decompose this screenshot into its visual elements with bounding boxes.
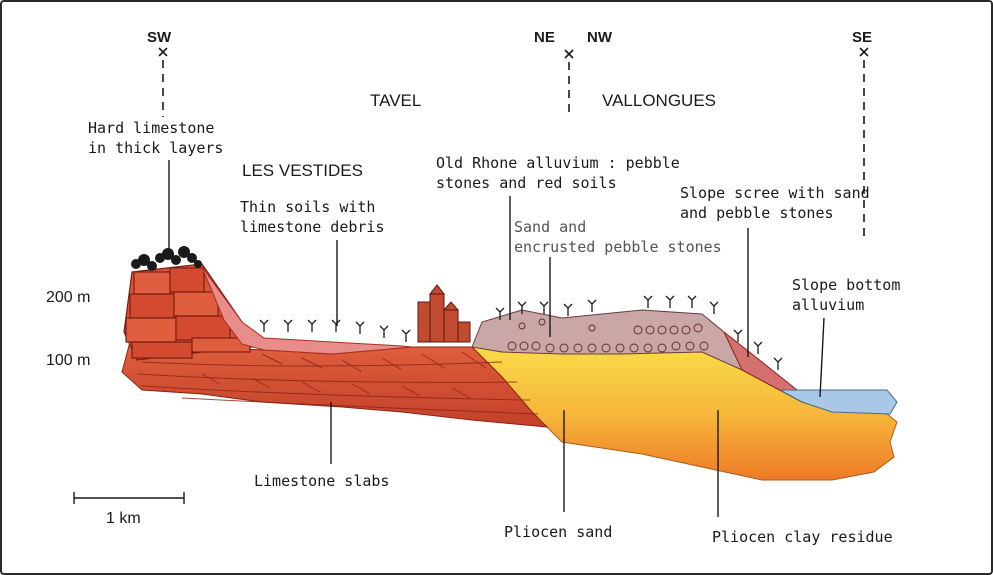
scale-bar-label: 1 km bbox=[106, 510, 141, 527]
label-hard-limestone-2: in thick layers bbox=[88, 139, 223, 157]
limestone-slab-texture bbox=[136, 351, 539, 415]
label-pliocen-sand: Pliocen sand bbox=[504, 523, 612, 541]
label-limestone-slabs: Limestone slabs bbox=[254, 472, 389, 490]
direction-sw: SW bbox=[147, 29, 172, 46]
label-slope-bottom-1: Slope bottom bbox=[792, 276, 900, 294]
label-sand-encrusted-1: Sand and bbox=[514, 218, 586, 236]
direction-se: SE bbox=[852, 29, 872, 46]
tavel-village bbox=[417, 284, 471, 343]
vine-symbols bbox=[259, 295, 783, 370]
place-les-vestides: LES VESTIDES bbox=[242, 161, 363, 180]
thin-soils-layer bbox=[201, 266, 413, 355]
pebble-texture bbox=[507, 318, 709, 353]
label-thin-soils-1: Thin soils with bbox=[240, 198, 375, 216]
place-tavel: TAVEL bbox=[370, 91, 421, 110]
place-vallongues: VALLONGUES bbox=[602, 91, 716, 110]
elevation-200: 200 m bbox=[46, 289, 90, 306]
cliff-vegetation bbox=[131, 246, 202, 271]
label-slope-scree-2: and pebble stones bbox=[680, 204, 834, 222]
label-old-rhone-2: stones and red soils bbox=[436, 174, 617, 192]
label-hard-limestone-1: Hard limestone bbox=[88, 119, 214, 137]
elevation-100: 100 m bbox=[46, 352, 90, 369]
label-slope-bottom-2: alluvium bbox=[792, 296, 864, 314]
scale-bar bbox=[73, 492, 185, 504]
slope-bottom-alluvium bbox=[779, 389, 898, 415]
label-thin-soils-2: limestone debris bbox=[240, 218, 385, 236]
label-sand-encrusted-2: encrusted pebble stones bbox=[514, 238, 722, 256]
direction-markers bbox=[158, 47, 869, 242]
label-slope-scree-1: Slope scree with sand bbox=[680, 184, 870, 202]
direction-nw: NW bbox=[587, 29, 613, 46]
label-old-rhone-1: Old Rhone alluvium : pebble bbox=[436, 154, 680, 172]
direction-ne: NE bbox=[534, 29, 555, 46]
hard-limestone-blocks bbox=[123, 263, 253, 361]
leader-lines bbox=[168, 160, 825, 517]
label-pliocen-clay: Pliocen clay residue bbox=[712, 528, 893, 546]
